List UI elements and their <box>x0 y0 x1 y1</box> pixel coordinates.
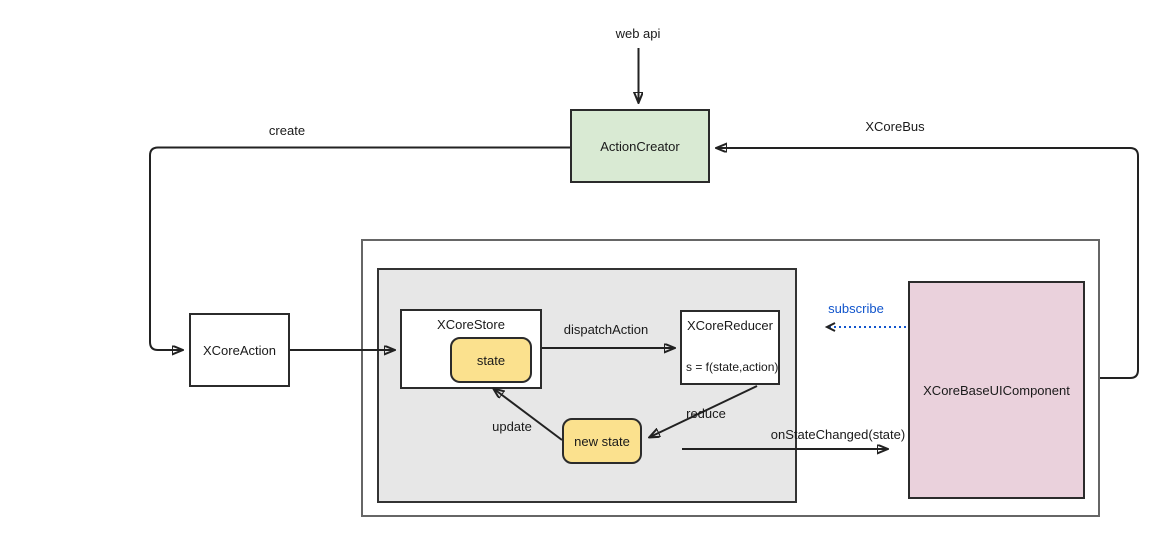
edge-label-create: create <box>268 123 306 138</box>
node-new-state: new state <box>562 418 642 464</box>
node-new-state-label: new state <box>574 433 630 449</box>
edge-label-xcore-bus: XCoreBus <box>865 119 925 134</box>
edge-label-dispatch-action: dispatchAction <box>563 322 649 337</box>
node-action-creator-label: ActionCreator <box>600 138 680 154</box>
node-xcore-base-ui-component-label: XCoreBaseUIComponent <box>923 382 1070 398</box>
edge-label-update: update <box>492 419 532 434</box>
node-xcore-store-label: XCoreStore <box>437 317 505 332</box>
node-xcore-reducer: XCoreReducer s = f(state,action) <box>680 310 780 385</box>
edge-label-reduce: reduce <box>686 406 726 421</box>
node-xcore-action-label: XCoreAction <box>203 342 276 358</box>
node-xcore-reducer-label: XCoreReducer <box>687 318 773 333</box>
reducer-formula: s = f(state,action) <box>686 360 779 374</box>
node-xcore-action: XCoreAction <box>189 313 290 387</box>
edge-label-subscribe: subscribe <box>828 301 884 316</box>
node-action-creator: ActionCreator <box>570 109 710 183</box>
node-state-label: state <box>476 352 506 368</box>
node-xcore-base-ui-component: XCoreBaseUIComponent <box>908 281 1085 499</box>
edge-label-on-state-changed: onStateChanged(state) <box>770 427 906 442</box>
node-state: state <box>450 337 532 383</box>
edge-label-web-api: web api <box>615 26 661 41</box>
